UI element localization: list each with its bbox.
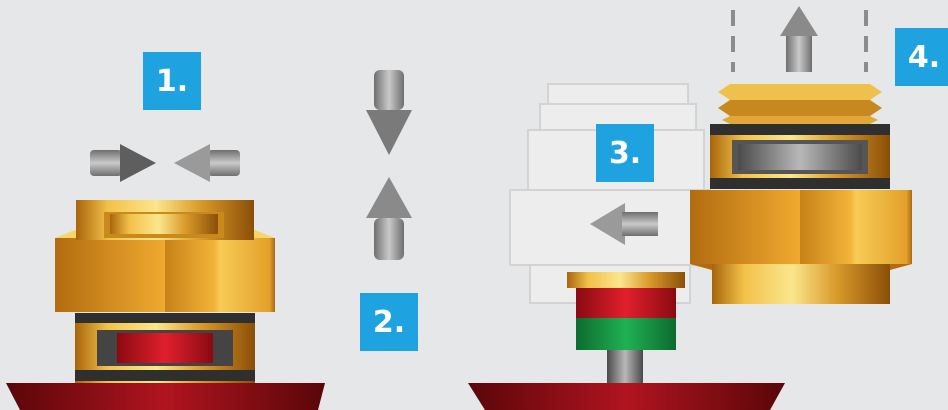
step-2-badge: 2. (360, 293, 418, 351)
lift-arrow-icon (780, 6, 818, 72)
nut-bottom-4 (712, 264, 890, 304)
red-ring (576, 287, 676, 318)
ghost-body (509, 83, 711, 304)
down-arrow-icon (366, 70, 412, 155)
up-arrow-icon (366, 177, 412, 260)
step-1-badge: 1. (143, 52, 201, 110)
left-arrow-icon (590, 203, 658, 245)
fitting-1 (6, 200, 325, 410)
ring-cap (567, 272, 685, 288)
compress-arrows-icon (90, 144, 240, 182)
base-plate-3 (468, 383, 785, 410)
pipe-stem (607, 350, 643, 383)
thread (718, 84, 882, 124)
step-3-badge: 3. (596, 124, 654, 182)
step-4-badge: 4. (895, 28, 948, 86)
fitting-4 (690, 6, 912, 304)
seal-ring-1 (117, 333, 213, 363)
base-plate-1 (6, 383, 325, 410)
green-ring (576, 318, 676, 350)
